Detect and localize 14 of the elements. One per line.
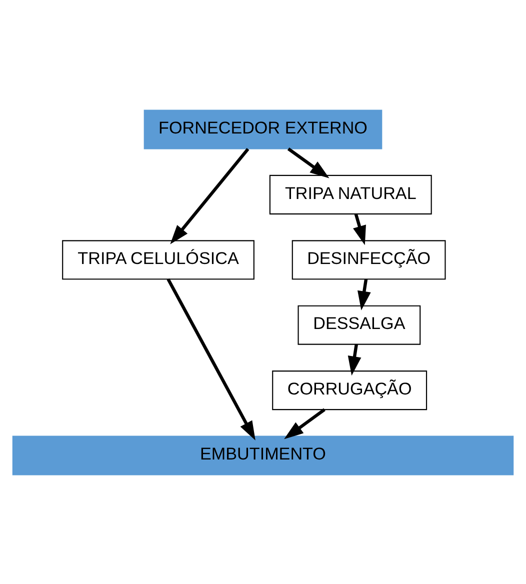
node-box: FORNECEDOR EXTERNO: [144, 109, 382, 149]
arrow: [166, 278, 256, 440]
node-box: TRIPA NATURAL: [269, 174, 432, 214]
arrow: [287, 147, 330, 178]
arrow: [348, 344, 362, 376]
node-box: TRIPA CELULÓSICA: [62, 240, 254, 280]
arrow: [353, 213, 366, 245]
node-box: CORRUGAÇÃO: [272, 370, 428, 410]
node-box: EMBUTIMENTO: [12, 435, 514, 475]
node-box: DESINFECÇÃO: [292, 240, 446, 280]
arrow: [358, 278, 371, 310]
arrow: [170, 147, 250, 244]
node-box: DESSALGA: [298, 304, 421, 344]
arrow: [284, 408, 326, 439]
